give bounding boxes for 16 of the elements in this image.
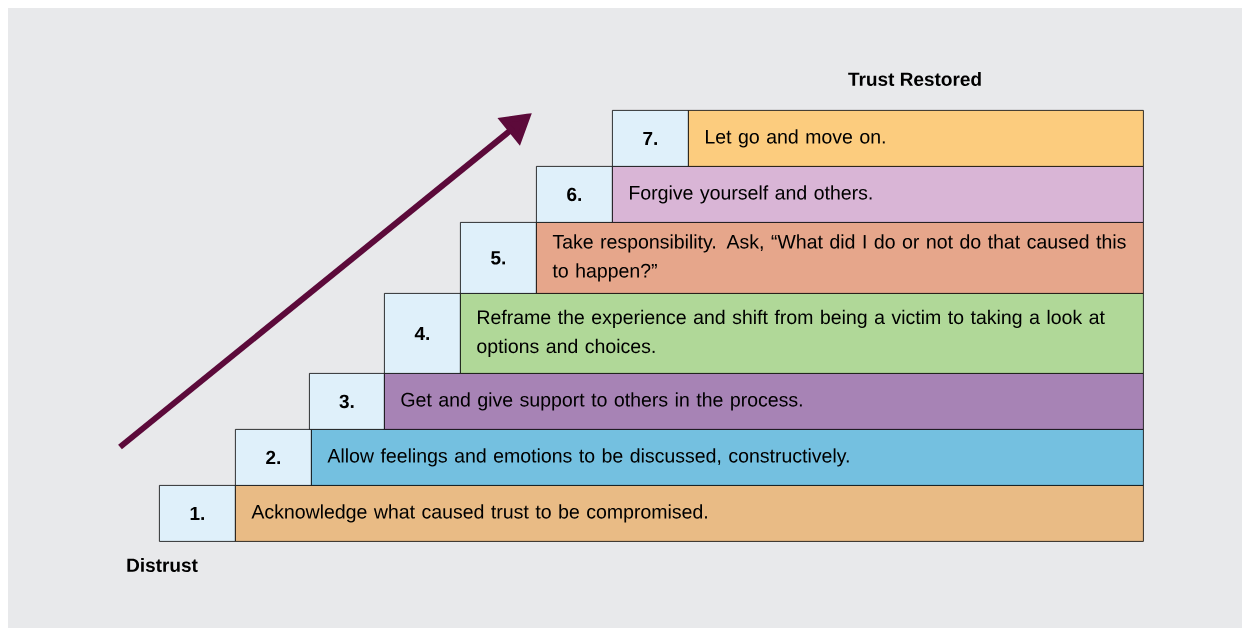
stage-label: Trust Restored (848, 72, 981, 86)
step-box: Take responsibility. Ask, “What did I do or not do that caused this to happen?” (536, 222, 1144, 294)
step-number-box: 7. (612, 110, 689, 167)
step-box: Allow feelings and emotions to be discussed, constructively. (311, 429, 1144, 486)
step-box: Forgive yourself and others. (612, 166, 1144, 223)
step-number-box: 4. (384, 293, 461, 374)
step-box: Get and give support to others in the process. (384, 373, 1144, 430)
step-number-box: 3. (309, 373, 385, 430)
step-box: Reframe the experience and shift from being a victim to taking a look at options and choices. (460, 293, 1144, 374)
step-number-box: 5. (460, 222, 537, 294)
step-number-box: 1. (159, 485, 236, 542)
step-number-box: 2. (235, 429, 312, 486)
step-box: Acknowledge what caused trust to be compromised. (235, 485, 1144, 542)
step-box: Let go and move on. (688, 110, 1144, 167)
stage-label: Distrust (127, 558, 198, 572)
step-number-box: 6. (536, 166, 613, 223)
